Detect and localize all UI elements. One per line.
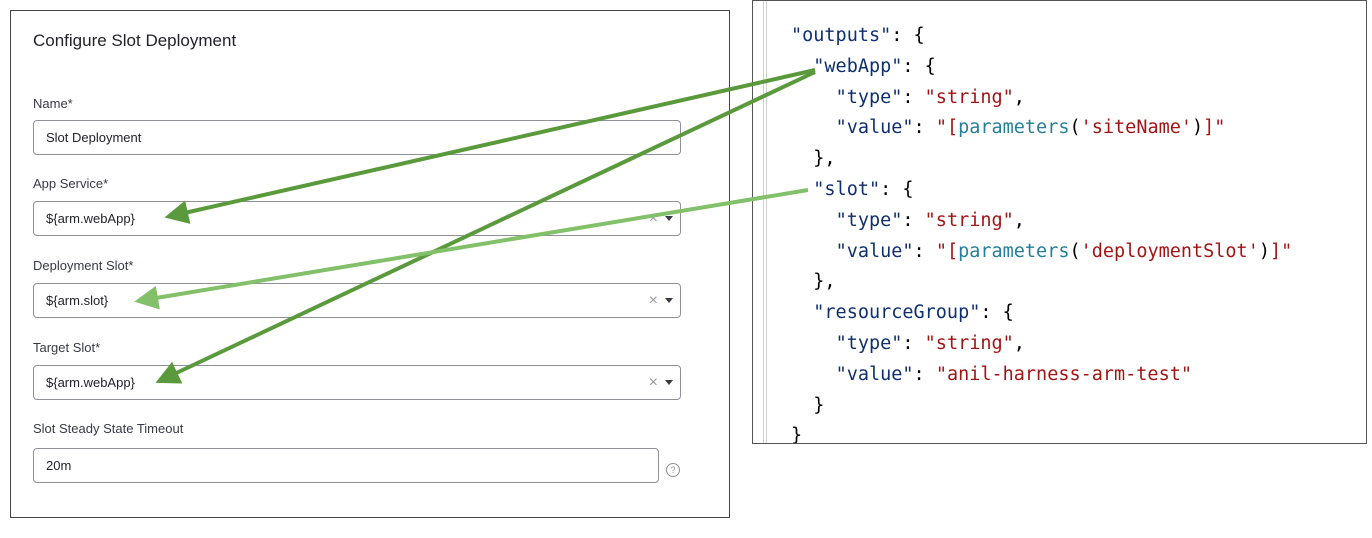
deployment-slot-label: Deployment Slot* — [33, 258, 134, 273]
code-token: "slot" — [813, 179, 881, 200]
chevron-down-icon[interactable] — [665, 298, 673, 303]
code-token: 'siteName' — [1080, 117, 1193, 139]
code-token: "value" — [835, 240, 914, 262]
code-token: "[ — [935, 240, 959, 262]
deployment-slot-value: ${arm.slot} — [46, 293, 109, 308]
code-token: , — [1013, 86, 1025, 108]
code-token: , — [1013, 209, 1025, 231]
code-token: parameters — [958, 117, 1070, 139]
code-token: 'deploymentSlot' — [1080, 240, 1259, 262]
app-service-label: App Service* — [33, 176, 109, 191]
code-token: ( — [1069, 240, 1081, 262]
code-line: "type": "string", — [791, 331, 1025, 357]
code-line: } — [791, 423, 803, 444]
code-token: , — [1013, 333, 1025, 354]
code-token: parameters — [958, 240, 1070, 262]
chevron-down-icon[interactable] — [665, 380, 673, 385]
code-token: }, — [813, 148, 836, 170]
code-token: }, — [813, 271, 836, 293]
code-token: ]" — [1269, 240, 1293, 262]
timeout-input-value: 20m — [46, 458, 72, 473]
target-slot-label: Target Slot* — [33, 340, 101, 355]
code-token: "string" — [924, 86, 1014, 108]
code-token: "[ — [935, 117, 959, 139]
panel-title: Configure Slot Deployment — [33, 31, 237, 50]
code-token: ) — [1258, 240, 1270, 262]
help-icon[interactable]: ? — [666, 463, 680, 477]
code-token: ) — [1192, 117, 1204, 139]
code-line: }, — [791, 146, 836, 172]
code-token: "value" — [835, 117, 914, 139]
code-token: : { — [980, 302, 1014, 324]
code-line: "resourceGroup": { — [791, 300, 1014, 326]
code-token: : { — [902, 55, 936, 77]
code-token: "value" — [835, 363, 914, 385]
code-gutter-guide — [766, 1, 767, 443]
configure-slot-deployment-panel: Configure Slot Deployment Name* Slot Dep… — [10, 10, 730, 518]
code-line: "value": "[parameters('siteName')]" — [791, 115, 1226, 141]
code-token: "type" — [835, 209, 903, 231]
code-token: : { — [880, 179, 914, 200]
timeout-label: Slot Steady State Timeout — [33, 421, 184, 436]
code-line: "value": "[parameters('deploymentSlot')]… — [791, 239, 1293, 265]
code-token: "outputs" — [791, 25, 892, 46]
code-token: : — [902, 209, 925, 231]
app-service-value: ${arm.webApp} — [46, 211, 135, 226]
code-token: : — [913, 240, 936, 262]
code-token: : — [913, 117, 936, 139]
code-token: "anil-harness-arm-test" — [935, 363, 1192, 385]
target-slot-value: ${arm.webApp} — [46, 375, 135, 390]
target-slot-select[interactable]: ${arm.webApp} × — [33, 365, 681, 400]
timeout-input[interactable]: 20m — [33, 448, 659, 483]
app-service-select[interactable]: ${arm.webApp} × — [33, 201, 681, 236]
name-label: Name* — [33, 96, 73, 111]
code-line: "outputs": { — [791, 23, 925, 49]
code-token: : — [902, 86, 925, 108]
deployment-slot-select[interactable]: ${arm.slot} × — [33, 283, 681, 318]
name-input[interactable]: Slot Deployment — [33, 120, 681, 155]
code-line: "value": "anil-harness-arm-test" — [791, 362, 1192, 388]
code-token: : { — [891, 25, 925, 46]
code-token: : — [913, 363, 936, 385]
clear-icon[interactable]: × — [648, 374, 658, 391]
code-line: }, — [791, 269, 836, 295]
code-token: : — [902, 333, 925, 354]
code-token: } — [813, 394, 825, 416]
code-line: "type": "string", — [791, 208, 1025, 234]
name-input-value: Slot Deployment — [46, 130, 142, 145]
clear-icon[interactable]: × — [648, 292, 658, 309]
code-token: ]" — [1203, 117, 1226, 139]
code-line: "webApp": { — [791, 54, 936, 80]
code-token: "resourceGroup" — [813, 302, 981, 324]
code-line: } — [791, 393, 824, 419]
code-token: "type" — [835, 333, 903, 354]
chevron-down-icon[interactable] — [665, 216, 673, 221]
code-line: "slot": { — [791, 177, 914, 203]
code-token: "webApp" — [813, 55, 903, 77]
code-token: "string" — [924, 333, 1014, 354]
code-line: "type": "string", — [791, 85, 1025, 111]
code-token: "type" — [835, 86, 903, 108]
code-gutter-guide — [763, 1, 764, 443]
code-token: } — [791, 425, 803, 444]
clear-icon[interactable]: × — [648, 210, 658, 227]
code-token: "string" — [924, 209, 1014, 231]
json-code-panel: "outputs": { "webApp": { "type": "string… — [752, 0, 1367, 444]
code-token: ( — [1069, 117, 1081, 139]
